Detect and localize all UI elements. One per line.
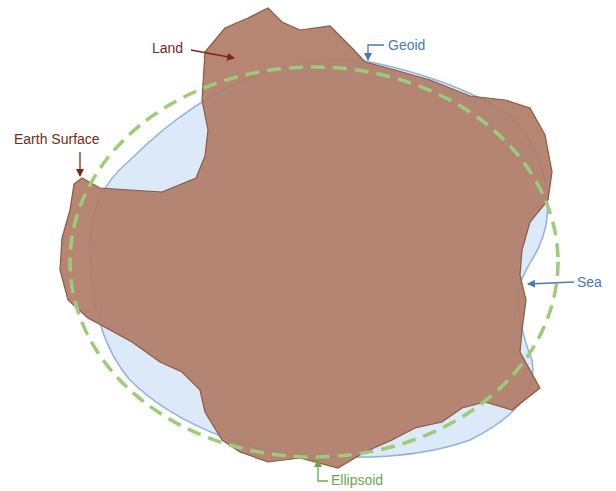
ellipsoid-outline — [70, 67, 558, 457]
ellipsoid-label: Ellipsoid — [331, 472, 383, 489]
land-shape — [60, 8, 552, 468]
land-label: Land — [152, 40, 183, 57]
ellipsoid-leader — [318, 460, 328, 481]
geoid-label: Geoid — [388, 37, 425, 54]
geoid-leader — [368, 45, 384, 60]
sea-leader — [528, 282, 574, 284]
earth-surface-leader — [79, 152, 80, 176]
sea-label: Sea — [577, 274, 602, 291]
land-leader — [191, 50, 234, 58]
earth-surface-label: Earth Surface — [14, 131, 100, 148]
